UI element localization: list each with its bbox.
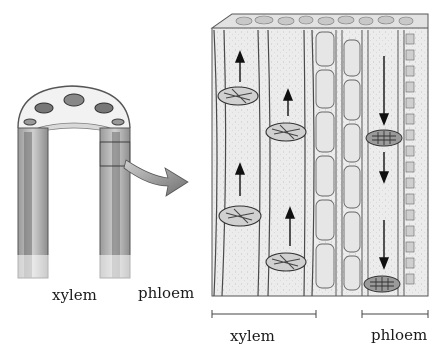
stem-xylem-label: xylem [52, 286, 97, 304]
bundle-dot [35, 103, 53, 113]
tissue-block [212, 14, 428, 318]
detail-phloem-label: phloem [371, 326, 427, 344]
stem-cutaway [16, 86, 134, 283]
bundle-dot [64, 94, 84, 106]
detail-xylem-label: xylem [230, 327, 275, 345]
zoom-arrow [124, 160, 188, 196]
bundle-dot [24, 119, 36, 125]
bundle-dot [95, 103, 113, 113]
stem-phloem-label: phloem [138, 284, 194, 302]
bundle-dot [112, 119, 124, 125]
region-ticks [212, 310, 428, 318]
